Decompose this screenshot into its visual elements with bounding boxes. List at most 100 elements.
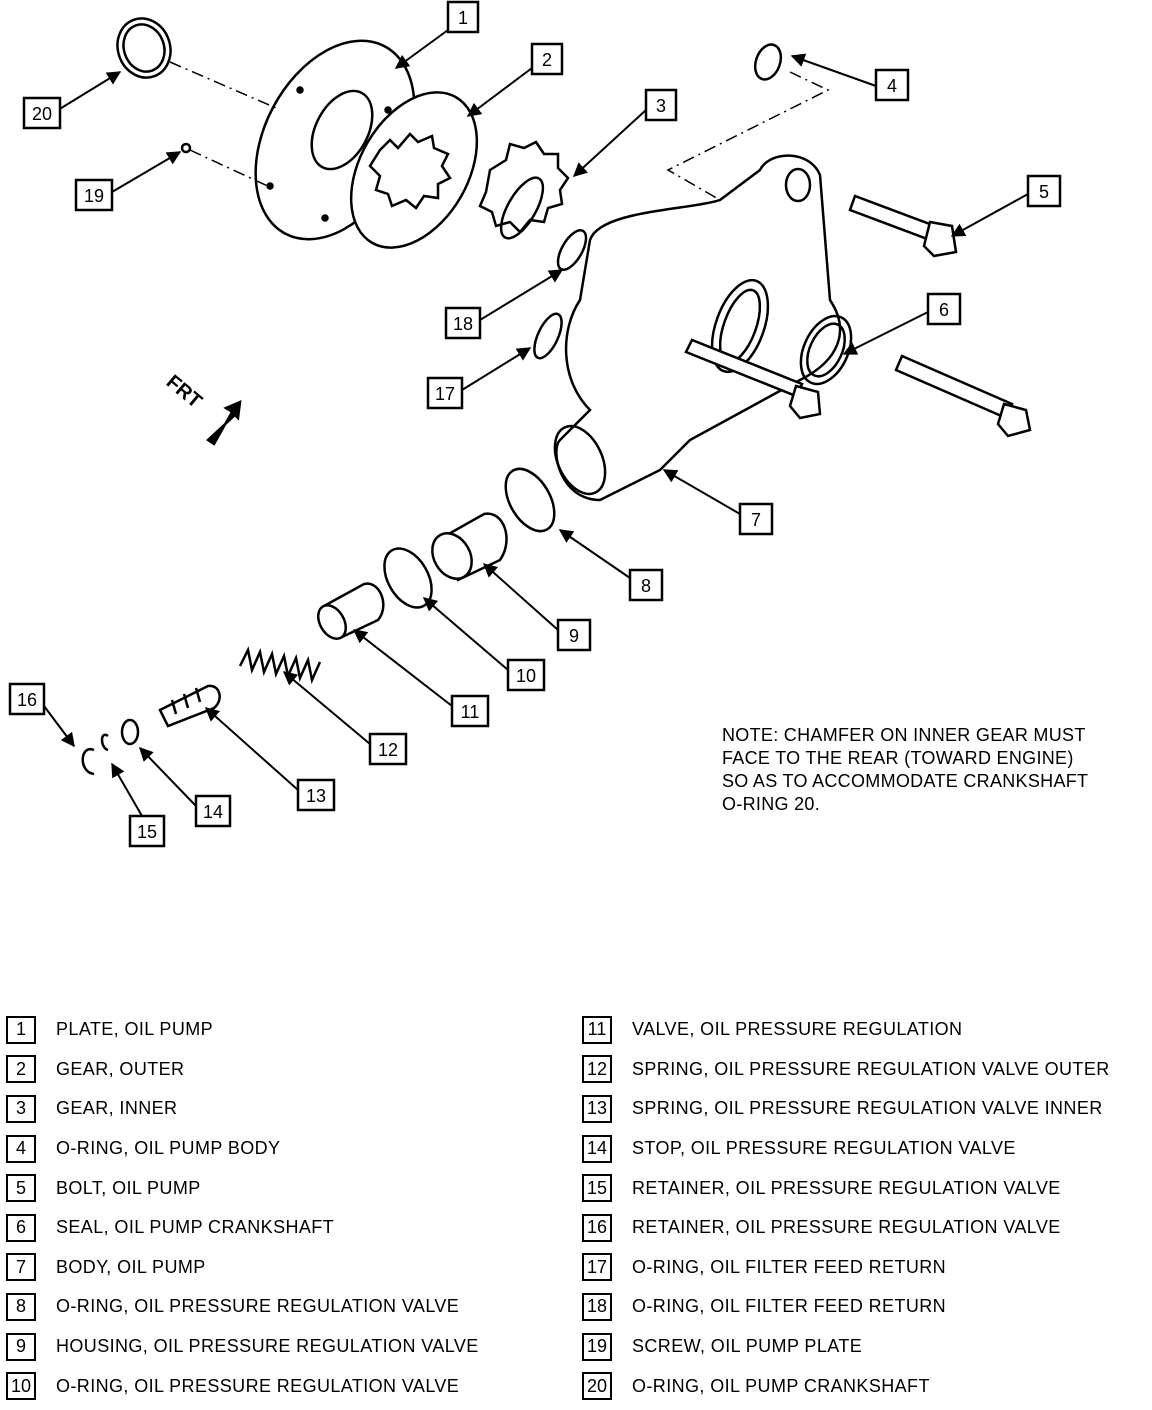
svg-text:2: 2	[542, 50, 552, 70]
svg-text:5: 5	[1039, 182, 1049, 202]
svg-text:10: 10	[516, 666, 536, 686]
legend-item: 3 GEAR, INNER	[6, 1089, 566, 1129]
legend-number: 2	[6, 1055, 36, 1084]
legend-item: 10 O-RING, OIL PRESSURE REGULATION VALVE	[6, 1366, 566, 1406]
front-direction-arrow: FRT	[162, 371, 242, 446]
callout-17: 17	[426, 376, 464, 410]
svg-text:7: 7	[751, 510, 761, 530]
callout-7: 7	[738, 502, 774, 536]
svg-text:12: 12	[378, 740, 398, 760]
part-2-outer-gear	[349, 91, 479, 249]
legend-number: 11	[582, 1015, 612, 1044]
legend-description: RETAINER, OIL PRESSURE REGULATION VALVE	[632, 1177, 1061, 1198]
legend-number: 7	[6, 1253, 36, 1282]
legend-number: 14	[582, 1134, 612, 1163]
legend-description: O-RING, OIL PRESSURE REGULATION VALVE	[56, 1375, 460, 1396]
svg-text:13: 13	[306, 786, 326, 806]
part-16-retainer	[81, 747, 95, 776]
part-9-housing	[431, 512, 508, 582]
svg-text:19: 19	[84, 186, 104, 206]
chamfer-note: NOTE: CHAMFER ON INNER GEAR MUST FACE TO…	[722, 725, 1089, 814]
legend-description: GEAR, OUTER	[56, 1058, 185, 1079]
callout-20: 20	[22, 96, 62, 130]
callout-4: 4	[874, 68, 910, 102]
legend-item: 2 GEAR, OUTER	[6, 1050, 566, 1090]
callout-13: 13	[296, 778, 336, 812]
legend-number: 15	[582, 1174, 612, 1203]
legend-number: 20	[582, 1372, 612, 1401]
legend-description: RETAINER, OIL PRESSURE REGULATION VALVE	[632, 1217, 1061, 1238]
legend-description: PLATE, OIL PUMP	[56, 1019, 214, 1040]
legend-description: SEAL, OIL PUMP CRANKSHAFT	[56, 1217, 335, 1238]
legend-number: 19	[582, 1332, 612, 1361]
alignment-lines	[169, 61, 830, 201]
callout-1: 1	[446, 0, 480, 34]
part-12-outer-spring	[238, 646, 322, 685]
callout-boxes: 1 2 3 4 5 6 7 8 9 10 11 12 13 14 15 16 1…	[8, 0, 1062, 848]
legend-number: 9	[6, 1332, 36, 1361]
callout-16: 16	[8, 682, 46, 716]
svg-text:8: 8	[641, 576, 651, 596]
legend-number: 10	[6, 1372, 36, 1401]
legend-number: 17	[582, 1253, 612, 1282]
svg-text:4: 4	[887, 76, 897, 96]
callout-6: 6	[926, 292, 962, 326]
legend-description: SCREW, OIL PUMP PLATE	[632, 1336, 863, 1357]
legend-number: 6	[6, 1213, 36, 1242]
legend-number: 3	[6, 1094, 36, 1123]
part-15-retainer	[100, 733, 109, 752]
svg-text:11: 11	[461, 702, 480, 722]
svg-text:15: 15	[137, 822, 157, 842]
callout-9: 9	[556, 618, 592, 652]
legend-description: STOP, OIL PRESSURE REGULATION VALVE	[632, 1138, 1016, 1159]
part-7-body	[553, 154, 842, 502]
legend-description: O-RING, OIL FILTER FEED RETURN	[632, 1296, 947, 1317]
svg-text:9: 9	[569, 626, 579, 646]
legend-number: 18	[582, 1292, 612, 1321]
legend-description: GEAR, INNER	[56, 1098, 178, 1119]
legend-description: O-RING, OIL PRESSURE REGULATION VALVE	[56, 1296, 460, 1317]
svg-text:3: 3	[656, 96, 666, 116]
callout-10: 10	[506, 658, 546, 692]
legend-description: O-RING, OIL FILTER FEED RETURN	[632, 1256, 947, 1277]
part-18-oring	[556, 229, 588, 271]
legend-item: 16 RETAINER, OIL PRESSURE REGULATION VALV…	[582, 1208, 1148, 1248]
part-13-inner-spring	[158, 684, 221, 728]
part-3-inner-gear	[478, 140, 570, 240]
part-4-oring	[753, 43, 783, 81]
callout-14: 14	[194, 794, 232, 828]
legend-number: 4	[6, 1134, 36, 1163]
part-14-stop	[120, 718, 140, 746]
svg-text:18: 18	[453, 314, 473, 334]
legend-item: 14 STOP, OIL PRESSURE REGULATION VALVE	[582, 1129, 1148, 1169]
svg-text:17: 17	[435, 384, 455, 404]
svg-text:16: 16	[17, 690, 37, 710]
legend-item: 15 RETAINER, OIL PRESSURE REGULATION VALV…	[582, 1168, 1148, 1208]
leader-lines	[43, 29, 1029, 817]
part-5-bolts	[684, 194, 1032, 438]
legend-description: SPRING, OIL PRESSURE REGULATION VALVE IN…	[632, 1098, 1103, 1119]
part-19-screw	[180, 142, 192, 154]
part-20-oring	[116, 17, 172, 79]
legend-item: 18 O-RING, OIL FILTER FEED RETURN	[582, 1287, 1148, 1327]
legend-description: O-RING, OIL PUMP BODY	[56, 1138, 281, 1159]
callout-3: 3	[644, 88, 678, 122]
callout-19: 19	[74, 178, 114, 212]
legend-number: 16	[582, 1213, 612, 1242]
svg-text:6: 6	[939, 300, 949, 320]
callout-18: 18	[444, 306, 482, 340]
part-17-oring	[533, 312, 563, 360]
part-11-valve	[317, 582, 385, 640]
legend-item: 19 SCREW, OIL PUMP PLATE	[582, 1327, 1148, 1367]
legend-item: 17 O-RING, OIL FILTER FEED RETURN	[582, 1248, 1148, 1288]
callout-8: 8	[628, 568, 664, 602]
